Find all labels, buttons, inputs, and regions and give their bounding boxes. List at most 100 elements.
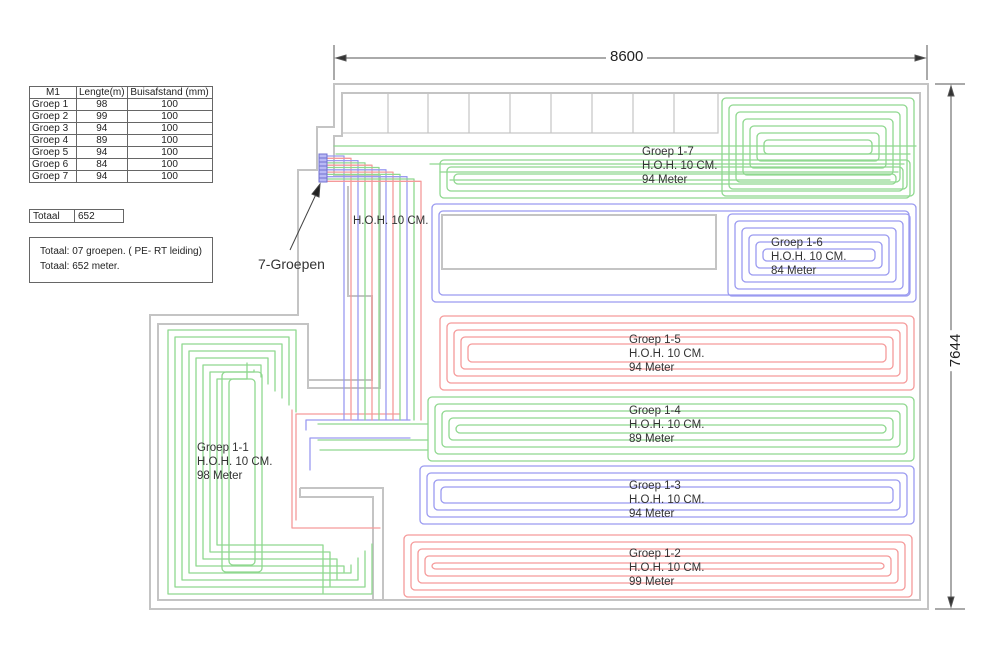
total-table: Totaal 652 bbox=[29, 209, 124, 223]
table-cell: 94 bbox=[76, 146, 128, 159]
group-spacing: H.O.H. 10 CM. bbox=[629, 562, 705, 574]
pipe-loop-group-1-7 bbox=[333, 145, 917, 181]
pipe-loop-group-1-7 bbox=[728, 104, 908, 190]
group-label-1-3: Groep 1-3 H.O.H. 10 CM. 94 Meter bbox=[629, 479, 704, 521]
pipe-loop-group-1-3 bbox=[426, 472, 908, 518]
pipe-loop-group-1-1 bbox=[188, 350, 352, 574]
summary-line-groups: Totaal: 07 groepen. ( PE- RT leiding) bbox=[40, 246, 202, 257]
group-name: Groep 1-2 bbox=[629, 548, 681, 560]
pipe-loop-group-1-5 bbox=[467, 343, 887, 363]
riser-pipe bbox=[326, 164, 373, 421]
pipe-loop-group-1-7 bbox=[439, 159, 911, 199]
pipe-loop-group-1-4 bbox=[448, 417, 894, 441]
table-cell: 100 bbox=[126, 146, 213, 159]
pipe-loop-group-1-7 bbox=[756, 132, 880, 162]
group-name: Groep 1-4 bbox=[629, 405, 681, 417]
pipe-loop-group-1-3 bbox=[433, 479, 901, 511]
table-cell: 100 bbox=[126, 122, 213, 135]
pipe-loop-group-1-6 bbox=[431, 203, 917, 303]
pipe-loop-group-1-5 bbox=[453, 329, 901, 377]
pipe-loop-group-1-7 bbox=[763, 139, 873, 155]
table-cell: 84 bbox=[76, 158, 128, 171]
group-length: 99 Meter bbox=[629, 576, 675, 588]
group-spacing: H.O.H. 10 CM. bbox=[629, 494, 705, 506]
table-cell: 100 bbox=[126, 134, 213, 147]
riser-pipe bbox=[326, 180, 422, 421]
width-dimension-label: 8600 bbox=[606, 48, 648, 65]
table-cell: 94 bbox=[76, 122, 128, 135]
header-cell: Buisafstand (mm) bbox=[126, 86, 213, 99]
group-label-1-4: Groep 1-4 H.O.H. 10 CM. 89 Meter bbox=[629, 404, 704, 446]
pipe-loop-group-1-1 bbox=[174, 336, 366, 588]
group-name: Groep 1-7 bbox=[642, 146, 694, 158]
pipe-loop-group-1-7 bbox=[742, 118, 894, 176]
group-label-1-6: Groep 1-6 H.O.H. 10 CM. 84 Meter bbox=[771, 236, 846, 278]
group-spacing: H.O.H. 10 CM. bbox=[629, 419, 705, 431]
pipe-loop-group-1-7 bbox=[721, 97, 915, 197]
table-cell: 100 bbox=[126, 158, 213, 171]
table-cell: 99 bbox=[76, 110, 128, 123]
pipe-loop-group-1-1 bbox=[228, 378, 256, 566]
riser-pipe bbox=[326, 169, 387, 421]
group-length: 98 Meter bbox=[197, 470, 243, 482]
table-cell: Groep 1 bbox=[29, 98, 77, 111]
riser-pipe bbox=[326, 162, 366, 421]
storage-cells bbox=[341, 92, 719, 134]
group-label-1-5: Groep 1-5 H.O.H. 10 CM. 94 Meter bbox=[629, 333, 704, 375]
pipe-loop-group-1-2 bbox=[424, 555, 892, 577]
pipe-loop-group-1-4 bbox=[455, 424, 887, 434]
pipe-loop-group-1-3 bbox=[419, 465, 915, 525]
pipe-loop-group-1-7 bbox=[446, 166, 904, 192]
pipe-loop-group-1-6 bbox=[734, 220, 904, 290]
summary-note: Totaal: 07 groepen. ( PE- RT leiding) To… bbox=[29, 237, 213, 283]
riser-pipe bbox=[326, 178, 415, 421]
group-name: Groep 1-5 bbox=[629, 334, 681, 346]
table-cell: 100 bbox=[126, 98, 213, 111]
group-label-1-1: Groep 1-1 H.O.H. 10 CM. 98 Meter bbox=[197, 441, 272, 483]
pipe-loop-group-1-2 bbox=[417, 548, 899, 584]
group-length: 84 Meter bbox=[771, 265, 817, 277]
table-cell: 94 bbox=[76, 170, 128, 183]
pipe-loop-group-1-5 bbox=[446, 322, 908, 384]
pipe-loop-group-1-3 bbox=[440, 486, 894, 504]
group-spacing: H.O.H. 10 CM. bbox=[642, 160, 718, 172]
pipe-loop-group-1-6 bbox=[755, 241, 883, 269]
group-length: 94 Meter bbox=[629, 508, 675, 520]
riser-pipe bbox=[326, 173, 401, 421]
total-value: 652 bbox=[74, 209, 124, 223]
table-header: M1 Lengte(m) Buisafstand (mm) bbox=[29, 86, 213, 99]
pipe-loop-group-1-1 bbox=[195, 357, 345, 573]
pipe-loop-group-1-4 bbox=[317, 423, 429, 451]
pipe-loop-group-1-4 bbox=[441, 410, 901, 448]
table-cell: 98 bbox=[76, 98, 128, 111]
pipe-loop-group-1-7 bbox=[735, 111, 901, 183]
table-cell: 89 bbox=[76, 134, 128, 147]
pipe-loop-group-1-7 bbox=[749, 125, 887, 169]
total-label: Totaal bbox=[29, 209, 75, 223]
table-cell: Groep 5 bbox=[29, 146, 77, 159]
pipe-loop-group-1-6 bbox=[762, 248, 876, 262]
pipe-loop-group-1-3 bbox=[305, 419, 411, 471]
walls bbox=[149, 83, 929, 610]
group-length: 94 Meter bbox=[642, 174, 688, 186]
pipe-loop-group-1-6 bbox=[741, 227, 897, 283]
pipe-loop-group-1-1 bbox=[181, 343, 359, 581]
group-length: 94 Meter bbox=[629, 362, 675, 374]
group-spacing: H.O.H. 10 CM. bbox=[629, 348, 705, 360]
header-cell: M1 bbox=[29, 86, 77, 99]
riser-pipe bbox=[326, 171, 394, 421]
group-spacing: H.O.H. 10 CM. bbox=[771, 251, 847, 263]
pipe-loop-group-1-6 bbox=[438, 210, 910, 296]
pipe-loop-group-1-5 bbox=[439, 315, 915, 391]
height-dimension-label: 7644 bbox=[947, 329, 965, 372]
manifold-leader-arrow bbox=[289, 182, 321, 251]
table-cell: Groep 2 bbox=[29, 110, 77, 123]
riser-pipe bbox=[326, 176, 408, 421]
